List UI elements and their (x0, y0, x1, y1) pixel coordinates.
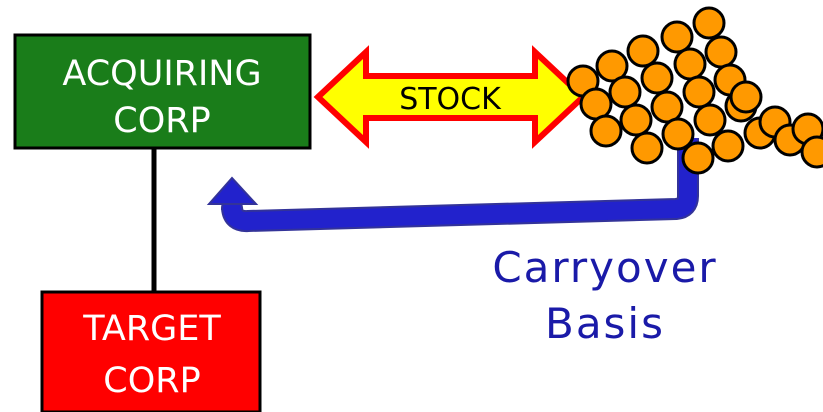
shareholder-circle (681, 141, 715, 175)
acquiring-corp-label-line1: ACQUIRING (62, 54, 261, 94)
shareholder-circle (630, 131, 664, 165)
shareholder-circle (682, 75, 716, 109)
acquiring-corp-label-line2: CORP (113, 101, 210, 141)
shareholder-circle (650, 90, 684, 124)
stock-arrow-label: STOCK (399, 82, 502, 117)
shareholder-circle (626, 34, 660, 68)
carryover-basis-label-line1: Carryover (492, 243, 717, 292)
target-corp-rect (40, 290, 262, 412)
shareholder-circle (595, 49, 629, 83)
shareholder-circle (692, 6, 726, 40)
target-corp-label-line1: TARGET (82, 309, 221, 349)
shareholder-circle (579, 87, 613, 121)
stock-exchange-arrow: STOCK (313, 45, 588, 149)
acquiring-corp-box[interactable]: ACQUIRING CORP (13, 33, 312, 150)
shareholder-circle (711, 129, 745, 163)
carryover-basis-arrow (206, 138, 699, 233)
shareholder-circle (704, 35, 738, 69)
shareholder-circle (729, 80, 763, 114)
shareholder-circle (619, 103, 653, 137)
basis-arrow-head (206, 176, 259, 205)
shareholder-circle (693, 103, 727, 137)
shareholder-circle (589, 114, 623, 148)
target-corp-box[interactable]: TARGET CORP (40, 290, 262, 412)
shareholder-circle (608, 75, 642, 109)
shareholder-circle (661, 117, 695, 151)
shareholder-circle (673, 47, 707, 81)
basis-arrow-shaft-fill (223, 138, 697, 231)
shareholders-cluster (566, 6, 823, 175)
shareholder-circle (800, 135, 823, 169)
shareholder-circle (660, 20, 694, 54)
carryover-basis-label-line2: Basis (545, 299, 665, 348)
target-corp-label-line2: CORP (103, 361, 200, 401)
acquiring-corp-rect (13, 33, 312, 150)
shareholder-circle (640, 61, 674, 95)
